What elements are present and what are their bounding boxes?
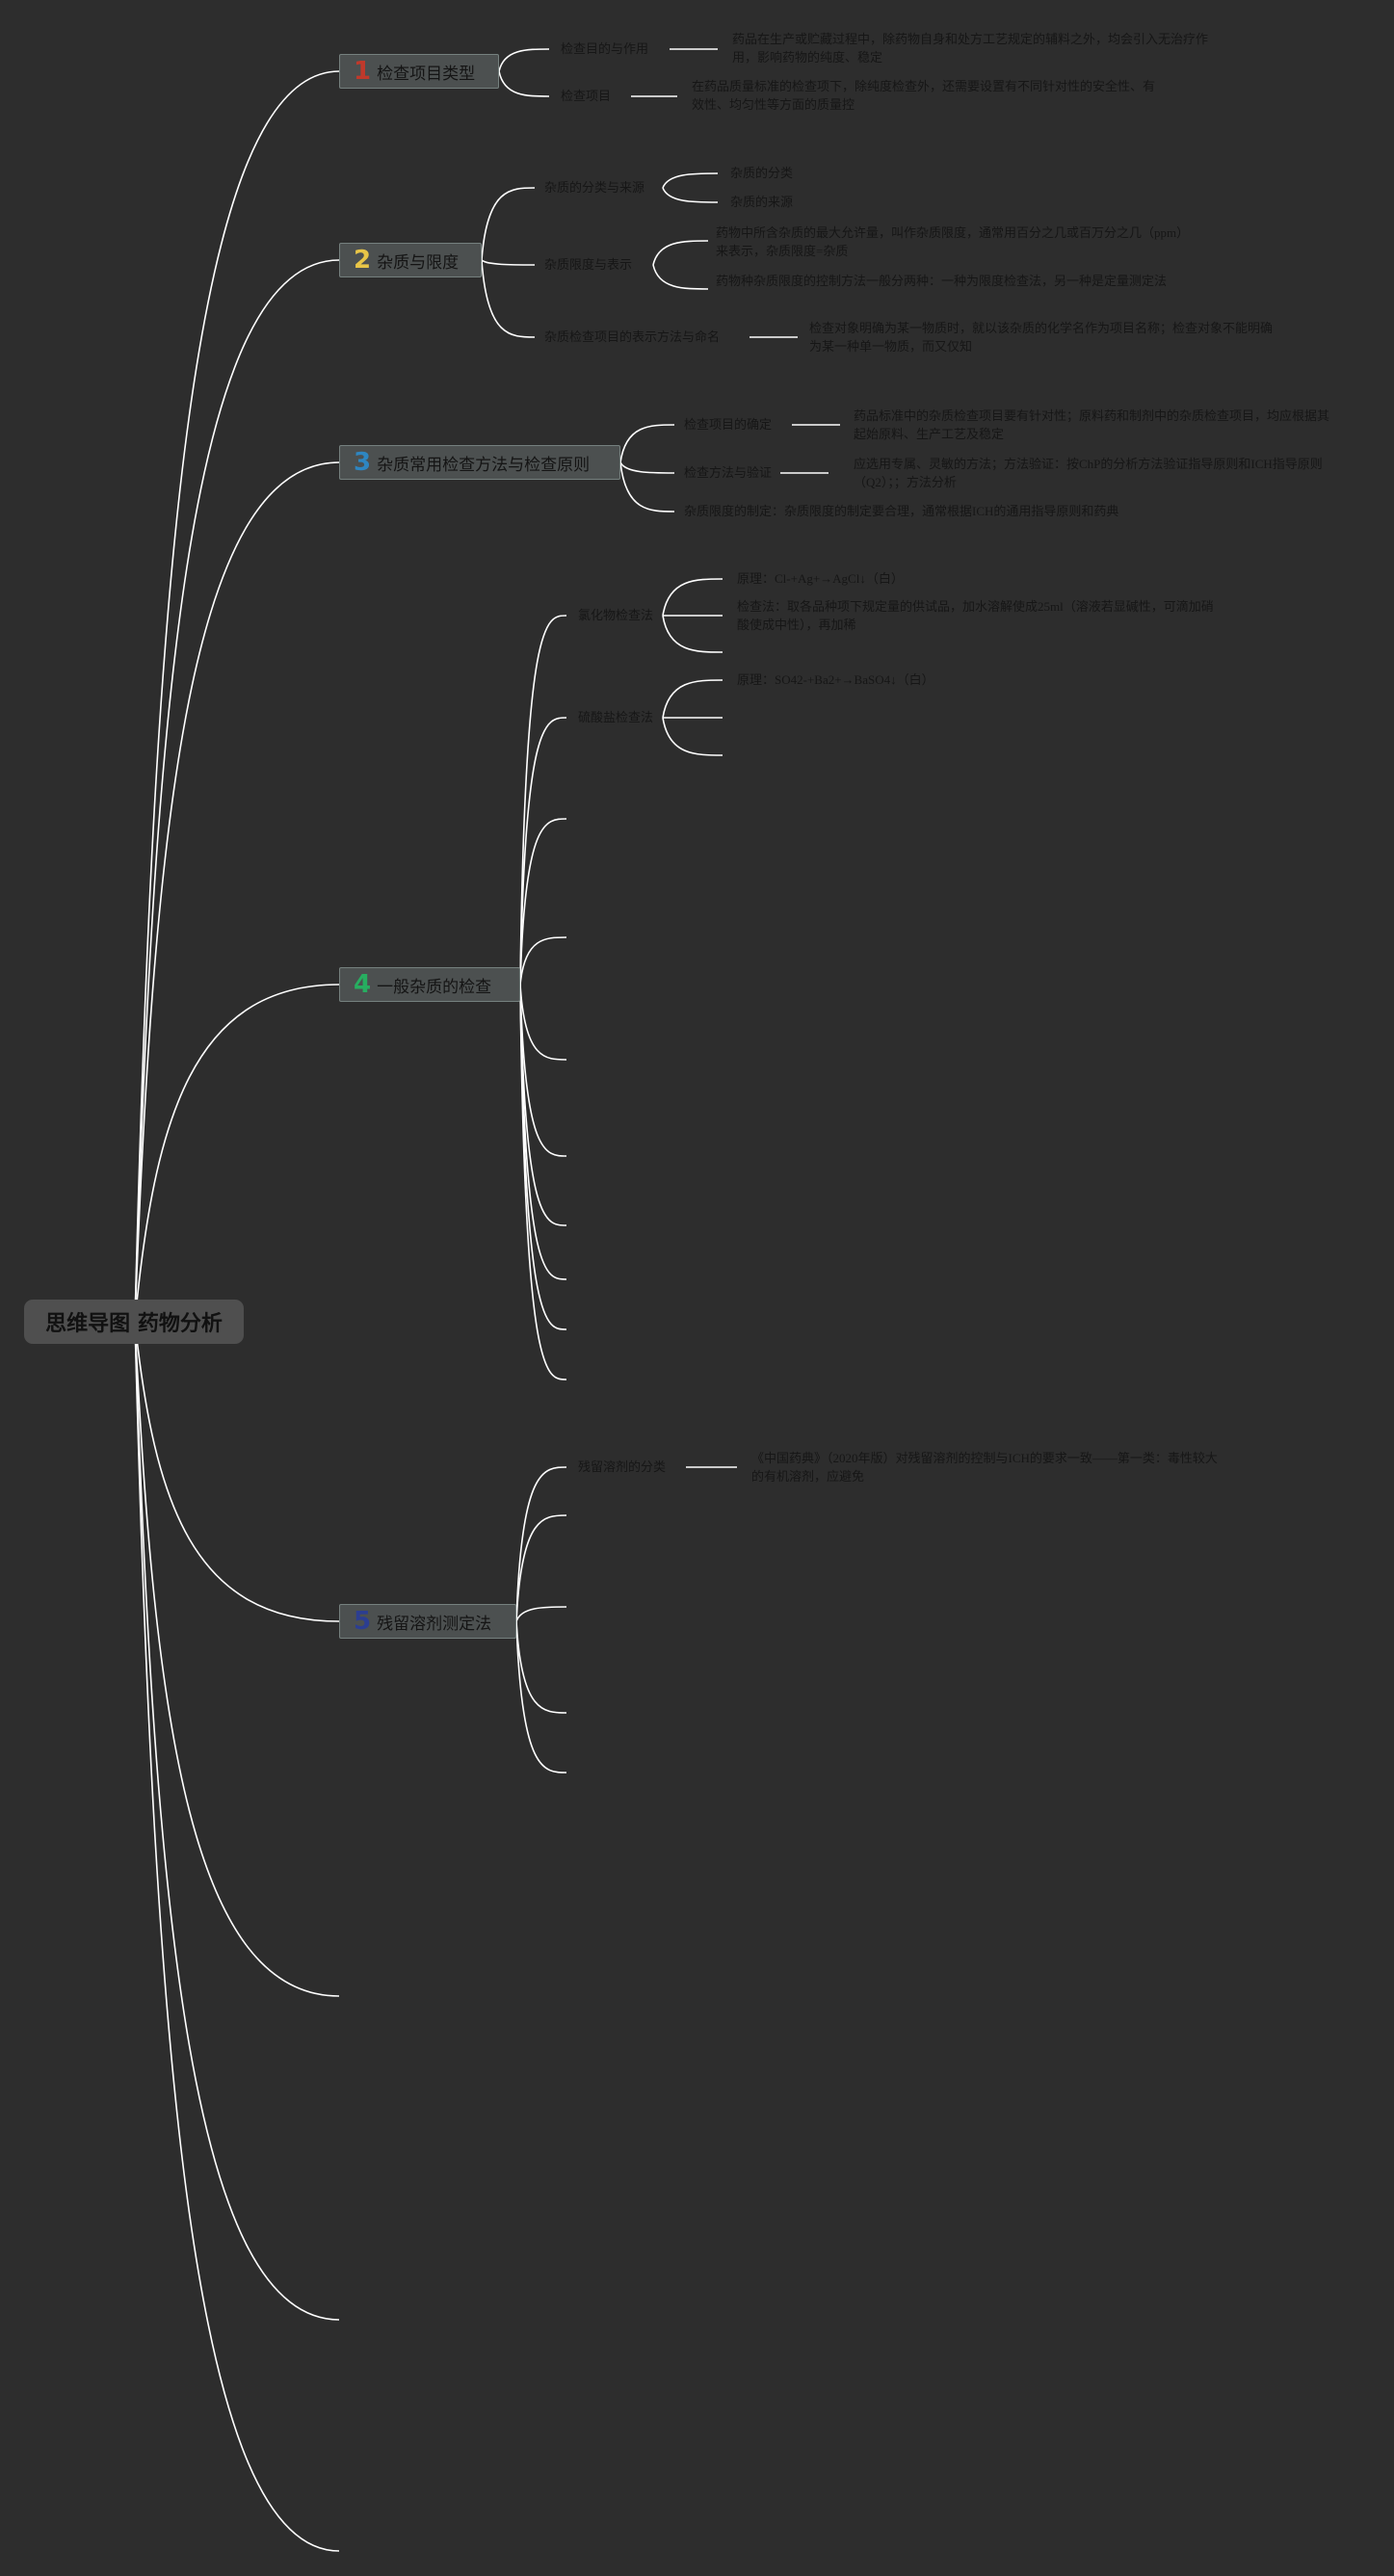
root-connector-1	[134, 259, 340, 1323]
connector-25	[519, 615, 567, 986]
t2-child-2-sub-2: 药物种杂质限度的控制方法一般分两种：一种为限度检查法，另一种是定量测定法	[716, 274, 1168, 288]
root-connector-2	[134, 461, 340, 1323]
connector-15	[662, 172, 719, 189]
connector-42	[515, 1514, 567, 1622]
t5-child-1-label[interactable]: 残留溶剂的分类	[578, 1459, 667, 1474]
t4-child-2-sub-1: 原理：SO42-+Ba2+→BaSO4↓（白）	[737, 672, 934, 687]
connector-13	[481, 259, 536, 266]
connector-9	[498, 70, 550, 97]
root-connector-3	[134, 984, 340, 1323]
connector-44	[515, 1620, 567, 1714]
t4-child-2-label[interactable]: 硫酸盐检查法	[578, 710, 654, 724]
topic-1-number: 1	[354, 57, 372, 86]
connector-30	[519, 984, 567, 1157]
t3-child-2-detail: 应选用专属、灵敏的方法；方法验证：按ChP的分析方法验证指导原则和ICH指导原则…	[854, 457, 1323, 489]
connector-14	[481, 259, 536, 338]
connector-43	[515, 1606, 567, 1622]
t3-child-2-label[interactable]: 检查方法与验证	[684, 465, 773, 480]
t2-child-1-sub-1: 杂质的分类	[730, 166, 794, 180]
t1-child-2-label[interactable]: 检查项目	[561, 89, 612, 103]
t1-child-1-label[interactable]: 检查目的与作用	[561, 41, 649, 56]
connector-45	[515, 1620, 567, 1774]
connector-20	[619, 424, 675, 463]
topic-4-label: 一般杂质的检查	[377, 977, 492, 997]
t1-child-2-detail: 在药品质量标准的检查项下，除纯度检查外，还需要设置有不同针对性的安全性、有效性、…	[692, 79, 1156, 112]
root-connector-5	[134, 1321, 340, 1997]
connector-21	[619, 461, 675, 474]
t1-child-1-detail: 药品在生产或贮藏过程中，除药物自身和处方工艺规定的辅料之外，均会引入无治疗作用，…	[732, 32, 1209, 65]
connector-28	[519, 936, 567, 986]
root-connector-7	[134, 1321, 340, 2552]
t2-child-3-detail: 检查对象明确为某一物质时，就以该杂质的化学名作为项目名称；检查对象不能明确为某一…	[809, 321, 1274, 354]
topic-5-number: 5	[354, 1607, 372, 1636]
topic-2-label: 杂质与限度	[377, 252, 460, 273]
topic-2-number: 2	[354, 246, 372, 275]
t3-child-3-label[interactable]: 杂质限度的制定：杂质限度的制定要合理，通常根据ICH的通用指导原则和药典	[684, 504, 1119, 518]
root-connector-4	[134, 1321, 340, 1622]
t2-child-1-sub-2: 杂质的来源	[730, 195, 794, 209]
connector-26	[519, 717, 567, 986]
t4-child-1-label[interactable]: 氯化物检查法	[578, 608, 654, 622]
root-node[interactable]: 思维导图 药物分析	[24, 1300, 244, 1344]
topic-4[interactable]: 4 一般杂质的检查	[339, 967, 520, 1002]
topic-1[interactable]: 1 检查项目类型	[339, 54, 499, 89]
topic-2[interactable]: 2 杂质与限度	[339, 243, 482, 277]
t3-child-1-detail: 药品标准中的杂质检查项目要有针对性；原料药和制剂中的杂质检查项目，均应根据其起始…	[854, 408, 1330, 441]
topic-3[interactable]: 3 杂质常用检查方法与检查原则	[339, 445, 620, 480]
connector-18	[652, 264, 709, 290]
t2-child-2-label[interactable]: 杂质限度与表示	[544, 257, 633, 272]
connector-16	[662, 187, 719, 203]
topic-4-number: 4	[354, 970, 372, 999]
t3-child-1-label[interactable]: 检查项目的确定	[684, 417, 773, 432]
connector-38	[662, 679, 723, 719]
connector-37	[662, 615, 723, 653]
connector-8	[498, 48, 550, 72]
t5-child-1-detail: 《中国药典》（2020年版）对残留溶剂的控制与ICH的要求一致——第一类：毒性较…	[751, 1451, 1218, 1484]
connector-41	[515, 1466, 567, 1622]
connector-27	[519, 818, 567, 986]
topic-5[interactable]: 5 残留溶剂测定法	[339, 1604, 516, 1639]
connector-29	[519, 984, 567, 1061]
topic-3-label: 杂质常用检查方法与检查原则	[377, 455, 591, 475]
topic-1-label: 检查项目类型	[377, 64, 476, 84]
t2-child-2-sub-1: 药物中所含杂质的最大允许量，叫作杂质限度，通常用百分之几或百万分之几（ppm）来…	[716, 225, 1183, 258]
connector-12	[481, 187, 536, 261]
connector-34	[519, 984, 567, 1380]
topic-3-number: 3	[354, 448, 372, 477]
root-connector-0	[134, 70, 340, 1323]
topic-5-label: 残留溶剂测定法	[377, 1614, 492, 1634]
connector-35	[662, 578, 723, 617]
connector-22	[619, 461, 675, 513]
root-connector-6	[134, 1321, 340, 2321]
t4-child-1-sub-1: 原理：Cl-+Ag+→AgCl↓（白）	[737, 571, 904, 586]
connector-40	[662, 717, 723, 756]
t4-child-1-sub-2: 检查法：取各品种项下规定量的供试品，加水溶解使成25ml（溶液若显碱性，可滴加硝…	[737, 599, 1214, 632]
t2-child-3-label[interactable]: 杂质检查项目的表示方法与命名	[544, 329, 721, 344]
connector-17	[652, 240, 709, 266]
t2-child-1-label[interactable]: 杂质的分类与来源	[544, 180, 645, 195]
